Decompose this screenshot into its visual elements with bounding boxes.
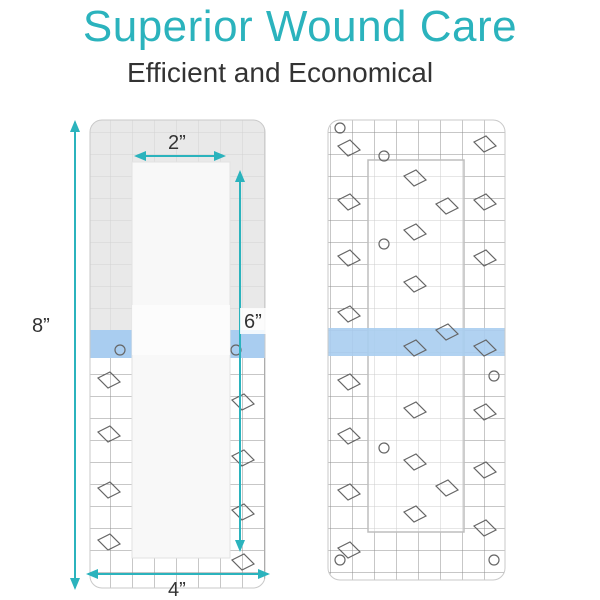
pad-width-dimension: 2” xyxy=(134,132,226,161)
pad-width-label: 2” xyxy=(168,132,186,154)
width-label: 4” xyxy=(168,579,186,600)
length-dimension: 8” xyxy=(32,120,80,590)
dressing-back-view xyxy=(327,119,506,581)
pad-length-dimension: 6” xyxy=(235,170,270,552)
pad-length-label: 6” xyxy=(244,311,262,333)
width-dimension: 4” xyxy=(86,569,270,600)
dressing-front-view xyxy=(89,119,266,589)
length-label: 8” xyxy=(32,315,50,337)
page-title: Superior Wound Care xyxy=(82,2,518,51)
page-subtitle: Efficient and Economical xyxy=(126,57,434,88)
